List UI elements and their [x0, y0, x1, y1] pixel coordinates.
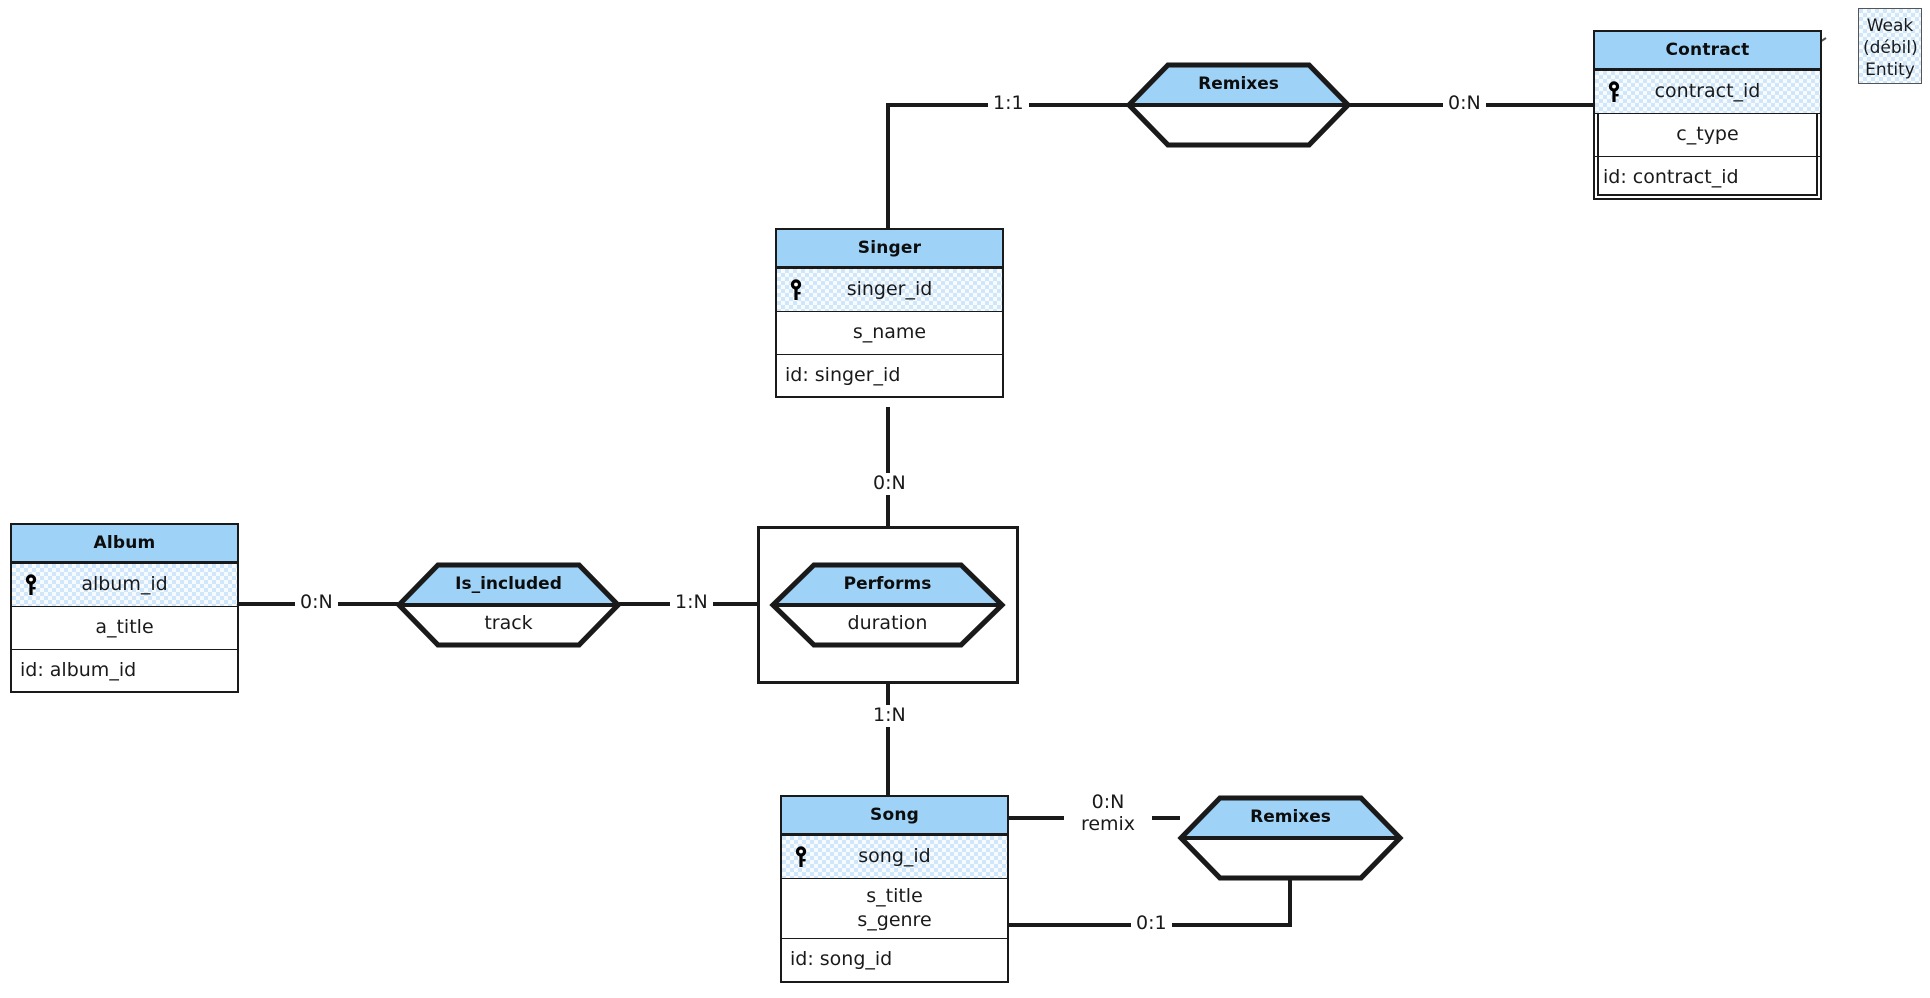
remixes-top-hexagon: [1125, 62, 1352, 148]
cardinality-is-included-performs: 1:N: [670, 591, 713, 614]
weak-entity-note-line-1: (débil): [1863, 38, 1918, 59]
entity-album-attr-0: a_title: [12, 607, 237, 650]
weak-entity-note: Weak (débil) Entity: [1858, 8, 1922, 84]
entity-singer-identifier: id: singer_id: [785, 363, 901, 386]
entity-song-key-label: song_id: [858, 845, 931, 867]
entity-song-attr-1: s_genre: [857, 908, 932, 931]
entity-contract-key-label: contract_id: [1654, 80, 1761, 102]
entity-contract[interactable]: Contract contract_id c_type id: contract…: [1593, 30, 1822, 201]
entity-song[interactable]: Song song_id s_title s_genre id: song_id: [780, 795, 1009, 983]
key-icon: [25, 574, 37, 595]
cardinality-singer-remixes-top: 1:1: [988, 92, 1029, 115]
line-song-remixes-bottom-lower: [1007, 858, 1292, 927]
key-icon: [1608, 81, 1620, 102]
entity-song-key-row: song_id: [782, 836, 1007, 879]
entity-singer-key-row: singer_id: [777, 269, 1002, 312]
cardinality-remixes-top-contract: 0:N: [1443, 92, 1486, 115]
weak-entity-note-line-2: Entity: [1865, 60, 1915, 81]
entity-contract-key-row: contract_id: [1595, 71, 1820, 114]
entity-contract-identifier: id: contract_id: [1603, 165, 1739, 188]
relationship-is-included[interactable]: Is_included track: [395, 562, 622, 648]
entity-song-identifier: id: song_id: [790, 948, 893, 971]
remixes-bottom-hexagon: [1177, 795, 1404, 881]
entity-singer-title: Singer: [777, 230, 1002, 269]
cardinality-song-remixes-upper: 0:N remix: [1064, 791, 1152, 836]
entity-singer-key-label: singer_id: [846, 278, 933, 300]
entity-album[interactable]: Album album_id a_title id: album_id: [10, 523, 239, 694]
cardinality-album-is-included: 0:N: [295, 591, 338, 614]
cardinality-song-remixes-upper-value: 0:N: [1091, 791, 1125, 813]
cardinality-song-remixes-lower: 0:1: [1131, 912, 1172, 935]
line-singer-remixes-top: [886, 103, 1128, 230]
performs-identifying-frame: [757, 526, 1019, 684]
key-icon: [790, 279, 802, 300]
entity-singer[interactable]: Singer singer_id s_name id: singer_id: [775, 228, 1004, 399]
entity-contract-attr-0: c_type: [1595, 114, 1820, 157]
entity-song-title: Song: [782, 797, 1007, 836]
entity-contract-title: Contract: [1595, 32, 1820, 71]
weak-entity-note-line-0: Weak: [1866, 16, 1914, 36]
relationship-remixes-top[interactable]: Remixes: [1125, 62, 1352, 148]
key-icon: [795, 846, 807, 867]
cardinality-song-remixes-role-label: remix: [1080, 812, 1136, 835]
cardinality-singer-performs: 0:N: [868, 472, 911, 495]
entity-singer-attr-0: s_name: [777, 312, 1002, 355]
performs-hexagon: [769, 562, 1006, 648]
entity-album-key-label: album_id: [81, 573, 168, 595]
entity-album-title: Album: [12, 525, 237, 564]
entity-song-attrs: s_title s_genre: [782, 879, 1007, 940]
entity-album-key-row: album_id: [12, 564, 237, 607]
cardinality-performs-song: 1:N: [868, 704, 911, 727]
entity-album-identifier: id: album_id: [20, 658, 137, 681]
relationship-remixes-bottom[interactable]: Remixes: [1177, 795, 1404, 881]
is-included-hexagon: [395, 562, 622, 648]
relationship-performs[interactable]: Performs duration: [769, 562, 1006, 648]
entity-song-attr-0: s_title: [866, 884, 923, 907]
